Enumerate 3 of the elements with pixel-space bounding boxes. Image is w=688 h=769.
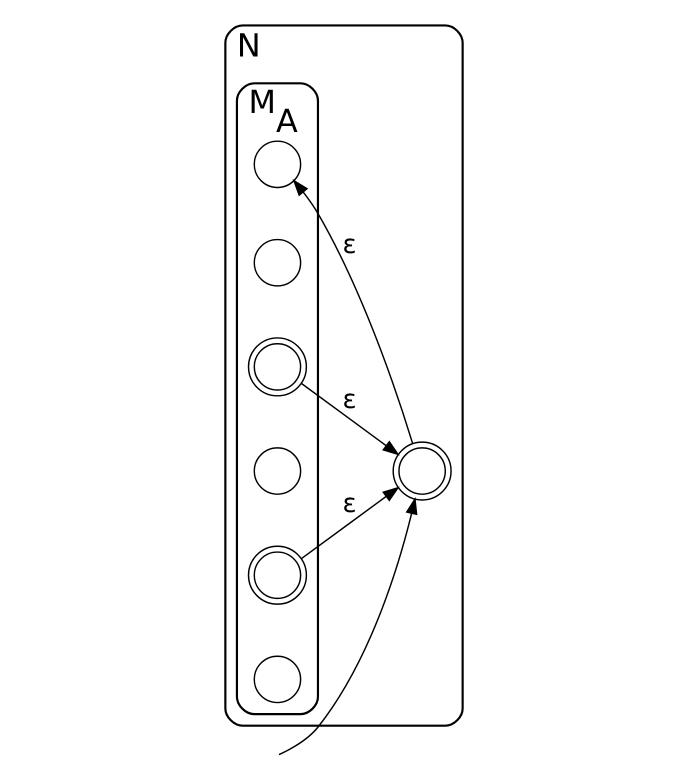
edge-label: ε: [342, 230, 357, 260]
edge-label: ε: [342, 384, 357, 415]
edge-label: ε: [342, 489, 357, 520]
